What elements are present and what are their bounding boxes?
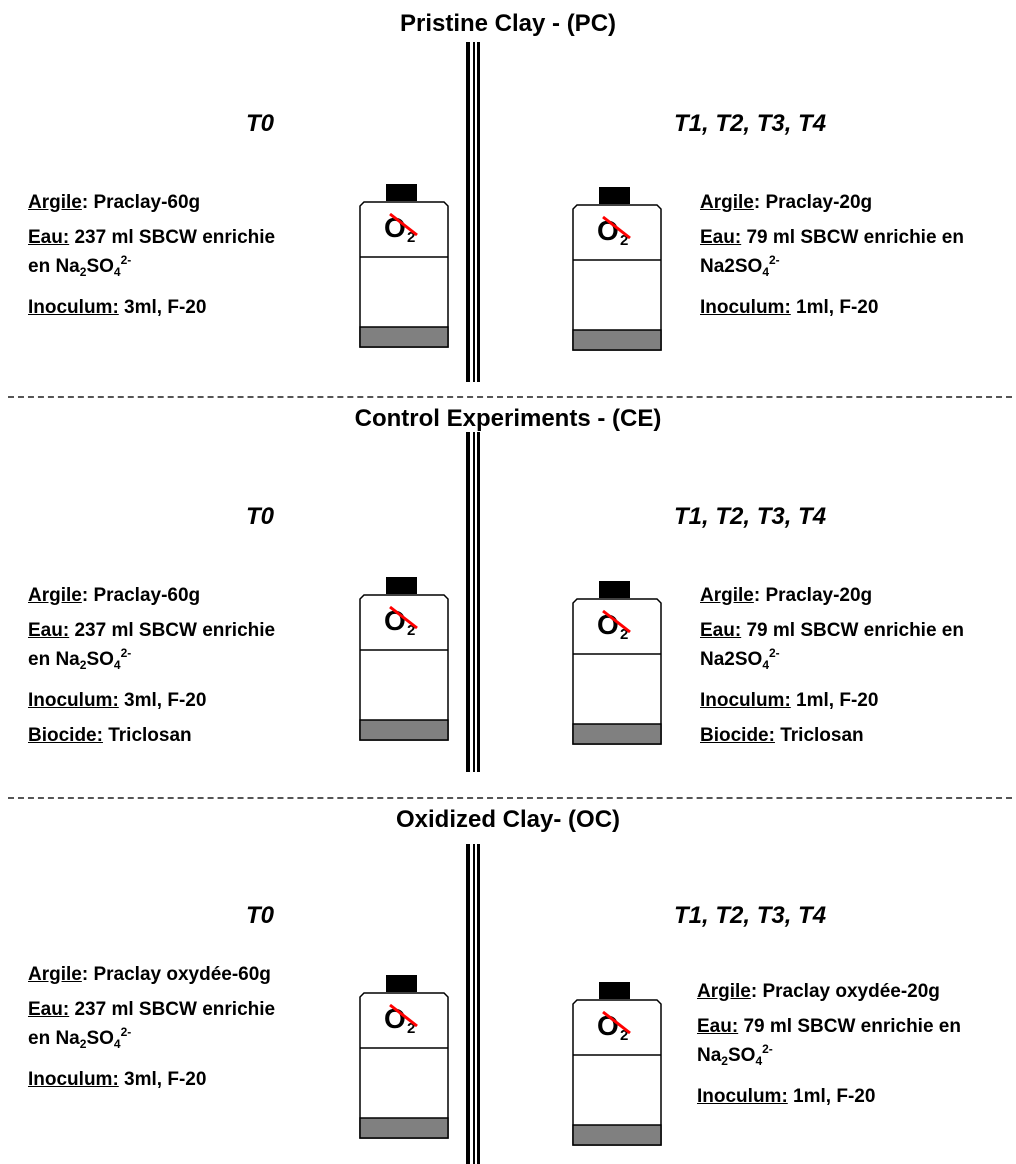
- svg-text:O: O: [597, 1010, 619, 1041]
- inoculum-row: Inoculum: 3ml, F-20: [28, 297, 207, 318]
- inoculum-row: Inoculum: 1ml, F-20: [700, 690, 879, 711]
- argile-row: Argile: Praclay oxydée-20g: [697, 981, 940, 1002]
- argile-row: Argile: Praclay-20g: [700, 192, 873, 213]
- section-title-ce: Control Experiments - (CE): [354, 405, 662, 432]
- time-label-t0-pc: T0: [246, 110, 275, 137]
- svg-text:2: 2: [620, 232, 628, 249]
- section-separator: [8, 797, 1012, 799]
- inoculum-row: Inoculum: 3ml, F-20: [28, 690, 207, 711]
- conditions-t1-t4-oc: Argile: Praclay oxydée-20g Eau: 79 ml SB…: [697, 980, 961, 1120]
- vertical-divider-oc: [464, 844, 482, 1164]
- inoculum-row: Inoculum: 1ml, F-20: [697, 1086, 876, 1107]
- svg-text:O: O: [384, 605, 406, 636]
- conditions-t0-pc: Argile: Praclay-60g Eau: 237 ml SBCW enr…: [28, 191, 275, 331]
- svg-text:2: 2: [407, 229, 415, 246]
- svg-text:O: O: [597, 609, 619, 640]
- section-title-pc: Pristine Clay - (PC): [399, 10, 617, 37]
- svg-text:2: 2: [407, 1020, 415, 1037]
- conditions-t1-t4-pc: Argile: Praclay-20g Eau: 79 ml SBCW enri…: [700, 191, 964, 331]
- argile-row: Argile: Praclay-20g: [700, 585, 873, 606]
- conditions-t0-ce: Argile: Praclay-60g Eau: 237 ml SBCW enr…: [28, 584, 275, 759]
- time-label-t0-ce: T0: [246, 503, 275, 530]
- svg-text:O: O: [384, 212, 406, 243]
- argile-row: Argile: Praclay oxydée-60g: [28, 964, 271, 985]
- time-label-t1-t4-oc: T1, T2, T3, T4: [674, 902, 827, 929]
- section-title-oc: Oxidized Clay- (OC): [395, 806, 621, 833]
- time-label-t0-oc: T0: [246, 902, 275, 929]
- biocide-row: Biocide: Triclosan: [700, 725, 864, 746]
- conditions-t1-t4-ce: Argile: Praclay-20g Eau: 79 ml SBCW enri…: [700, 584, 964, 759]
- inoculum-row: Inoculum: 1ml, F-20: [700, 297, 879, 318]
- argile-row: Argile: Praclay-60g: [28, 192, 201, 213]
- svg-text:2: 2: [407, 622, 415, 639]
- argile-row: Argile: Praclay-60g: [28, 585, 201, 606]
- vertical-divider-ce: [464, 432, 482, 772]
- section-separator: [8, 396, 1012, 398]
- svg-text:O: O: [597, 215, 619, 246]
- time-label-t1-t4-ce: T1, T2, T3, T4: [674, 503, 827, 530]
- svg-text:2: 2: [620, 626, 628, 643]
- time-label-t1-t4-pc: T1, T2, T3, T4: [674, 110, 827, 137]
- vertical-divider-pc: [464, 42, 482, 382]
- conditions-t0-oc: Argile: Praclay oxydée-60g Eau: 237 ml S…: [28, 963, 275, 1103]
- inoculum-row: Inoculum: 3ml, F-20: [28, 1069, 207, 1090]
- svg-text:O: O: [384, 1003, 406, 1034]
- biocide-row: Biocide: Triclosan: [28, 725, 192, 746]
- svg-text:2: 2: [620, 1027, 628, 1044]
